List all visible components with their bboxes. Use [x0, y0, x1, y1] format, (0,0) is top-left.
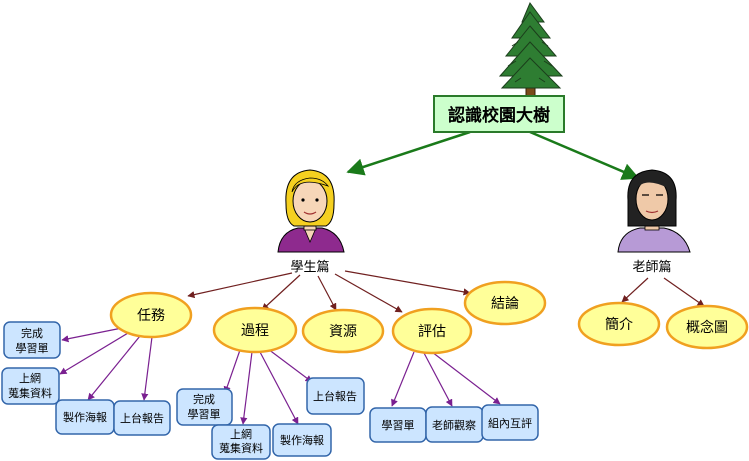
arrow-root-to-student: [346, 130, 471, 176]
topic-process-label: 過程: [241, 323, 269, 339]
leaf-evaluate-peer-label: 組內互評: [488, 416, 532, 430]
leaf-task-poster[interactable]: 製作海報: [55, 399, 115, 435]
leaf-task-report[interactable]: 上台報告: [113, 400, 171, 436]
arrow-evaluate-to-teacher: [423, 352, 453, 407]
arrow-task-to-sheet: [61, 327, 123, 343]
leaf-task-report-label: 上台報告: [120, 411, 164, 425]
leaf-task-sheet-line1: 完成: [21, 326, 43, 340]
arrow-root-to-teacher: [529, 130, 640, 180]
student-branch-label: 學生篇: [290, 260, 329, 275]
leaf-task-sheet-line2: 學習單: [16, 342, 49, 355]
leaf-evaluate-teacher[interactable]: 老師觀察: [425, 406, 484, 443]
leaf-process-web-line2: 蒐集資料: [219, 441, 263, 455]
leaf-process-poster-label: 製作海報: [280, 433, 324, 447]
leaf-process-poster[interactable]: 製作海報: [272, 423, 332, 457]
leaf-evaluate-peer[interactable]: 組內互評: [481, 404, 539, 441]
arrow-task-to-report: [141, 336, 153, 401]
arrow-process-to-sheet: [223, 349, 241, 394]
arrow-evaluate-to-sheet: [391, 351, 415, 407]
topic-intro[interactable]: 簡介: [577, 301, 661, 347]
leaf-task-web-line2: 蒐集資料: [8, 386, 52, 400]
root-label: 認識校園大樹: [448, 105, 550, 126]
topic-evaluate[interactable]: 評估: [391, 307, 473, 355]
topic-concept-label: 概念圖: [686, 319, 728, 336]
leaf-process-sheet[interactable]: 完成 學習單: [176, 388, 233, 426]
root-node[interactable]: 認識校園大樹: [433, 95, 565, 133]
leaf-process-report[interactable]: 上台報告: [306, 377, 365, 415]
arrow-student-to-task: [187, 272, 293, 299]
arrow-task-to-web: [59, 332, 129, 375]
topic-intro-label: 簡介: [605, 317, 633, 333]
arrow-teacher-to-intro: [621, 277, 649, 303]
leaf-evaluate-sheet[interactable]: 學習單: [369, 407, 427, 443]
leaf-process-web-line1: 上網: [230, 427, 252, 441]
topic-conclude-label: 結論: [491, 296, 519, 312]
arrow-student-to-evaluate: [334, 273, 403, 313]
arrow-evaluate-to-peer: [431, 351, 501, 405]
tree-icon: [498, 1, 564, 103]
leaf-evaluate-teacher-label: 老師觀察: [432, 418, 476, 432]
topic-task-label: 任務: [137, 308, 165, 324]
leaf-task-web-line1: 上網: [19, 371, 41, 385]
arrow-process-to-web: [240, 351, 253, 425]
topic-resource-label: 資源: [329, 324, 357, 340]
leaf-process-web[interactable]: 上網 蒐集資料: [211, 424, 271, 460]
arrow-student-to-conclude: [344, 270, 471, 296]
arrow-student-to-resource: [317, 275, 337, 311]
teacher-avatar: [617, 169, 691, 253]
leaf-process-report-label: 上台報告: [313, 389, 357, 403]
leaf-task-poster-label: 製作海報: [63, 410, 107, 424]
connectors: [59, 130, 705, 425]
arrow-process-to-report: [267, 348, 313, 383]
topic-resource[interactable]: 資源: [301, 308, 385, 354]
topic-evaluate-label: 評估: [418, 324, 446, 340]
leaf-task-web[interactable]: 上網 蒐集資料: [1, 367, 60, 405]
topic-conclude[interactable]: 結論: [463, 280, 547, 326]
arrow-teacher-to-concept: [663, 277, 705, 307]
leaf-process-sheet-line1: 完成: [193, 392, 215, 406]
arrow-process-to-poster: [259, 351, 299, 425]
leaf-process-sheet-line2: 學習單: [188, 408, 221, 421]
leaf-evaluate-sheet-label: 學習單: [382, 419, 415, 432]
teacher-branch-label: 老師篇: [632, 260, 671, 275]
topic-task[interactable]: 任務: [109, 291, 193, 339]
leaf-task-sheet[interactable]: 完成 學習單: [3, 321, 61, 359]
arrow-task-to-poster: [87, 335, 141, 401]
topic-process[interactable]: 過程: [212, 306, 298, 354]
topic-concept[interactable]: 概念圖: [665, 304, 749, 350]
arrow-student-to-process: [261, 274, 301, 311]
student-avatar: [277, 169, 345, 253]
